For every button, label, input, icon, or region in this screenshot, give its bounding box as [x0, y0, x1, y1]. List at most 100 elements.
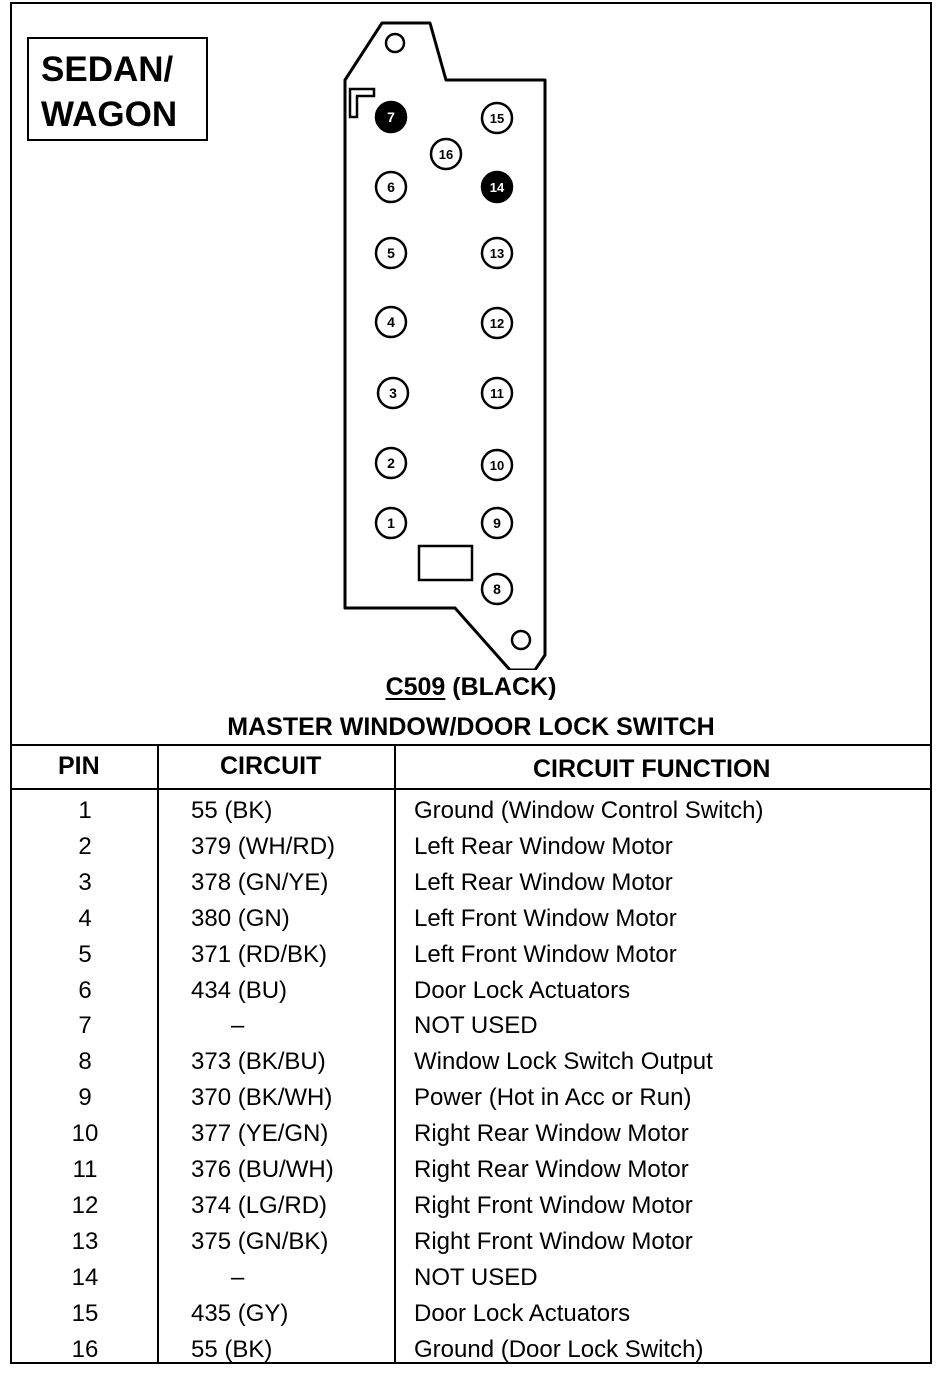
connector-pin-label: 7	[387, 109, 395, 125]
function-cell: NOT USED	[414, 1012, 538, 1040]
circuit-cell: 371 (RD/BK)	[191, 940, 328, 968]
circuit-cell: 370 (BK/WH)	[191, 1084, 333, 1112]
function-cell: Right Rear Window Motor	[414, 1120, 689, 1148]
connector-pin	[480, 170, 514, 204]
connector-outline	[343, 21, 547, 670]
circuit-cell: –	[231, 1263, 245, 1291]
connector-pin	[429, 137, 463, 171]
function-cell: Door Lock Actuators	[414, 1299, 631, 1327]
connector-pin	[374, 506, 408, 540]
pin-cell: 4	[78, 904, 92, 932]
function-cell: Ground (Door Lock Switch)	[414, 1335, 704, 1363]
table-header-rule	[10, 788, 932, 790]
function-cell: Left Rear Window Motor	[414, 868, 673, 896]
circuit-cell: 376 (BU/WH)	[191, 1156, 334, 1183]
pinout-table: PIN CIRCUIT CIRCUIT FUNCTION 1 55 (BK) Gro…	[10, 744, 932, 1364]
mounting-hole-bottom	[510, 629, 532, 651]
mounting-hole-top	[384, 32, 406, 54]
table-row: 14–NOT USED	[10, 1264, 932, 1300]
function-cell: Right Front Window Motor	[414, 1227, 693, 1255]
circuit-cell: 378 (GN/YE)	[191, 868, 329, 896]
function-cell: Power (Hot in Acc or Run)	[414, 1084, 692, 1112]
connector-pin	[480, 236, 514, 270]
function-cell: Right Front Window Motor	[414, 1191, 693, 1219]
connector-pin-label: 8	[493, 581, 501, 597]
table-row: 9 370 (BK/WH) Power (Hot in Acc or Run)	[10, 1084, 932, 1120]
connector-pin	[374, 170, 408, 204]
table-row: 1 55 (BK) Ground (Window Control Switch)	[10, 797, 932, 833]
circuit-cell: 377 (YE/GN)	[191, 1120, 329, 1148]
connector-pin	[480, 101, 514, 135]
connector-pin-label: 13	[490, 246, 504, 261]
circuit-cell: 434 (BU)	[191, 976, 288, 1004]
pin-cell: 8	[78, 1048, 92, 1076]
table-column-divider	[394, 744, 396, 790]
circuit-cell: 380 (GN)	[191, 904, 290, 932]
table-row: 13 375 (GN/BK) Right Front Window Motor	[10, 1228, 932, 1264]
table-row: 7–NOT USED	[10, 1012, 932, 1048]
connector-pin-label: 10	[490, 458, 504, 473]
pin-one-index-mark	[348, 87, 376, 119]
function-cell: Left Front Window Motor	[414, 940, 677, 968]
function-cell: Left Rear Window Motor	[414, 832, 673, 860]
function-cell: Ground (Window Control Switch)	[414, 797, 764, 824]
table-row: 16 55 (BK) Ground (Door Lock Switch)	[10, 1336, 932, 1372]
connector-pin	[480, 448, 514, 482]
circuit-cell: 55 (BK)	[191, 1335, 273, 1363]
connector-pin-label: 3	[389, 385, 397, 401]
table-column-divider	[157, 744, 159, 1364]
pin-cell: 9	[78, 1084, 92, 1112]
pin-cell: 1	[78, 797, 92, 824]
pin-cell: 16	[71, 1335, 99, 1363]
column-header-function: CIRCUIT FUNCTION	[533, 755, 771, 783]
pin-cell: 2	[78, 832, 92, 860]
circuit-cell: 375 (GN/BK)	[191, 1227, 329, 1255]
pin-cell: 15	[71, 1299, 99, 1327]
connector-pin-label: 9	[493, 515, 501, 531]
badge-line-1: SEDAN/	[41, 50, 174, 89]
connector-pin-label: 2	[387, 455, 395, 471]
function-cell: NOT USED	[414, 1263, 538, 1291]
table-top-rule	[10, 744, 932, 746]
circuit-cell: 55 (BK)	[191, 797, 273, 824]
connector-name: MASTER WINDOW/DOOR LOCK SWITCH	[227, 713, 715, 741]
pin-cell: 12	[71, 1191, 99, 1219]
connector-pin	[480, 306, 514, 340]
column-header-circuit: CIRCUIT	[220, 752, 322, 780]
circuit-cell: 435 (GY)	[191, 1299, 289, 1327]
connector-pin	[374, 236, 408, 270]
connector-color: (BLACK)	[452, 673, 557, 701]
circuit-cell: –	[231, 1012, 245, 1040]
connector-id: C509	[385, 673, 446, 701]
connector-pin-label: 12	[490, 316, 504, 331]
connector-pin-label: 11	[490, 386, 504, 401]
table-row: 10 377 (YE/GN) Right Rear Window Motor	[10, 1120, 932, 1156]
table-row: 8 373 (BK/BU) Window Lock Switch Output	[10, 1048, 932, 1084]
column-header-pin: PIN	[58, 752, 100, 780]
connector-pin-label: 16	[439, 147, 453, 162]
pin-cell: 13	[71, 1227, 99, 1255]
connector-pin	[374, 446, 408, 480]
table-row: 15 435 (GY) Door Lock Actuators	[10, 1300, 932, 1336]
table-column-divider	[394, 790, 396, 1364]
pin-cell: 10	[71, 1120, 99, 1148]
connector-pin-label: 5	[387, 245, 395, 261]
connector-pin-label: 14	[490, 180, 505, 195]
pin-cell: 11	[72, 1156, 98, 1183]
connector-pin-label: 15	[490, 111, 504, 126]
diagram-frame	[10, 2, 932, 1364]
circuit-cell: 373 (BK/BU)	[191, 1048, 326, 1076]
connector-pin	[480, 572, 514, 606]
locking-tab	[417, 544, 474, 582]
connector-pin	[480, 376, 514, 410]
function-cell: Window Lock Switch Output	[414, 1048, 713, 1076]
function-cell: Left Front Window Motor	[414, 904, 677, 932]
connector-title: C509 (BLACK)	[0, 673, 942, 702]
connector-pin	[374, 100, 408, 134]
function-cell: Door Lock Actuators	[414, 976, 631, 1004]
